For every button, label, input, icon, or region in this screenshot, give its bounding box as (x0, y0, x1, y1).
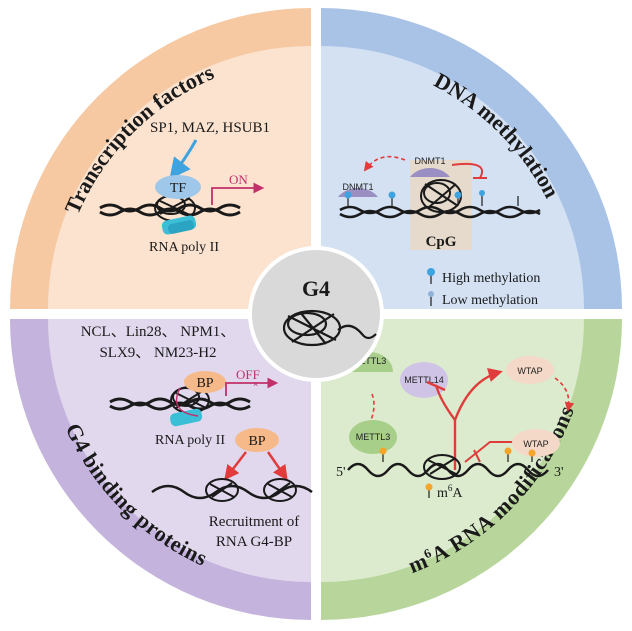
methyl-marks (344, 190, 519, 206)
tf-factor-list: SP1, MAZ, HSUB1 (150, 120, 270, 136)
rna-strand (151, 484, 313, 500)
bp-off-label: OFF (236, 367, 260, 382)
tf-on-label: ON (229, 172, 248, 187)
svg-text:×: × (253, 379, 258, 389)
wtap-bottom-label: WTAP (523, 439, 548, 449)
mettl14-label: METTL14 (404, 375, 444, 385)
m6a-legend-label: m6A (437, 483, 463, 501)
m6a-marks (379, 447, 536, 462)
methylation-panel: CpG DNMT1 DNMT1 High methylation Low met… (338, 155, 541, 308)
dnmt1-right-label: DNMT1 (415, 156, 446, 166)
bp-recruit-arrow-left (224, 451, 247, 481)
dnmt1-right-shape (410, 168, 450, 177)
bp-bottom-oval (235, 428, 279, 452)
low-methylation-icon (428, 291, 434, 297)
wtap-top-label: WTAP (517, 366, 542, 376)
wtap-inhibit-arrow (464, 441, 520, 463)
three-prime-label: 3' (554, 465, 564, 480)
bp-bottom-label: BP (248, 434, 265, 449)
dnmt1-recruit-arrow (363, 155, 406, 172)
m6a-legend-icon (425, 483, 433, 491)
high-methylation-icon (427, 268, 435, 276)
tf-on-arrow (211, 182, 265, 205)
bp-recruit-arrow-right (266, 451, 288, 481)
wtap-top-shape (506, 356, 554, 384)
tf-label: TF (170, 181, 187, 196)
legend-high-methylation: High methylation (442, 271, 540, 286)
recruitment-line1: Recruitment of (209, 514, 299, 530)
m6a-g4-structure-icon (423, 454, 461, 480)
wtap-recruit-arrow (554, 377, 575, 412)
tf-panel: SP1, MAZ, HSUB1 TF ON RNA poly II (99, 120, 270, 255)
bp-polymerase-shape (170, 408, 203, 427)
legend-low-methylation: Low methylation (442, 293, 538, 308)
bp-polymerase-label: RNA poly II (155, 433, 225, 448)
binding-proteins-line2: SLX9、 NM23-H2 (99, 345, 216, 361)
mettl3-bottom-shape (349, 420, 397, 454)
center-g4-structure-icon (282, 309, 377, 347)
mettl3-top-label: METTL3 (352, 356, 387, 366)
bp-top-oval (184, 371, 226, 393)
tf-binding-arrow (169, 139, 198, 180)
tf-oval (155, 175, 201, 199)
mettl3-bottom-label: METTL3 (356, 432, 391, 442)
tf-dna-strand (99, 203, 241, 213)
recruitment-line2: RNA G4-BP (216, 534, 292, 550)
wtap-bottom-shape (512, 429, 560, 457)
binding-proteins-panel: NCL、Lin28、 NPM1、 SLX9、 NM23-H2 BP × OFF … (81, 324, 313, 550)
dnmt1-left-label: DNMT1 (343, 182, 374, 192)
five-prime-label: 5' (336, 465, 346, 480)
bp-top-label: BP (196, 376, 213, 391)
mettl3-recruit-arrow (365, 393, 375, 432)
cpg-label: CpG (426, 234, 457, 250)
dnmt1-inhibit-arrow (451, 162, 483, 179)
m6a-panel: METTL3 METTL14 WTAP METTL3 WTAP 5' 3' m6… (336, 352, 575, 501)
bp-off-arrow (225, 377, 279, 396)
tf-polymerase-label: RNA poly II (149, 240, 219, 255)
binding-proteins-line1: NCL、Lin28、 NPM1、 (81, 324, 236, 340)
center-g4-label: G4 (302, 276, 330, 301)
rna-g4-structures-icon (205, 478, 297, 502)
